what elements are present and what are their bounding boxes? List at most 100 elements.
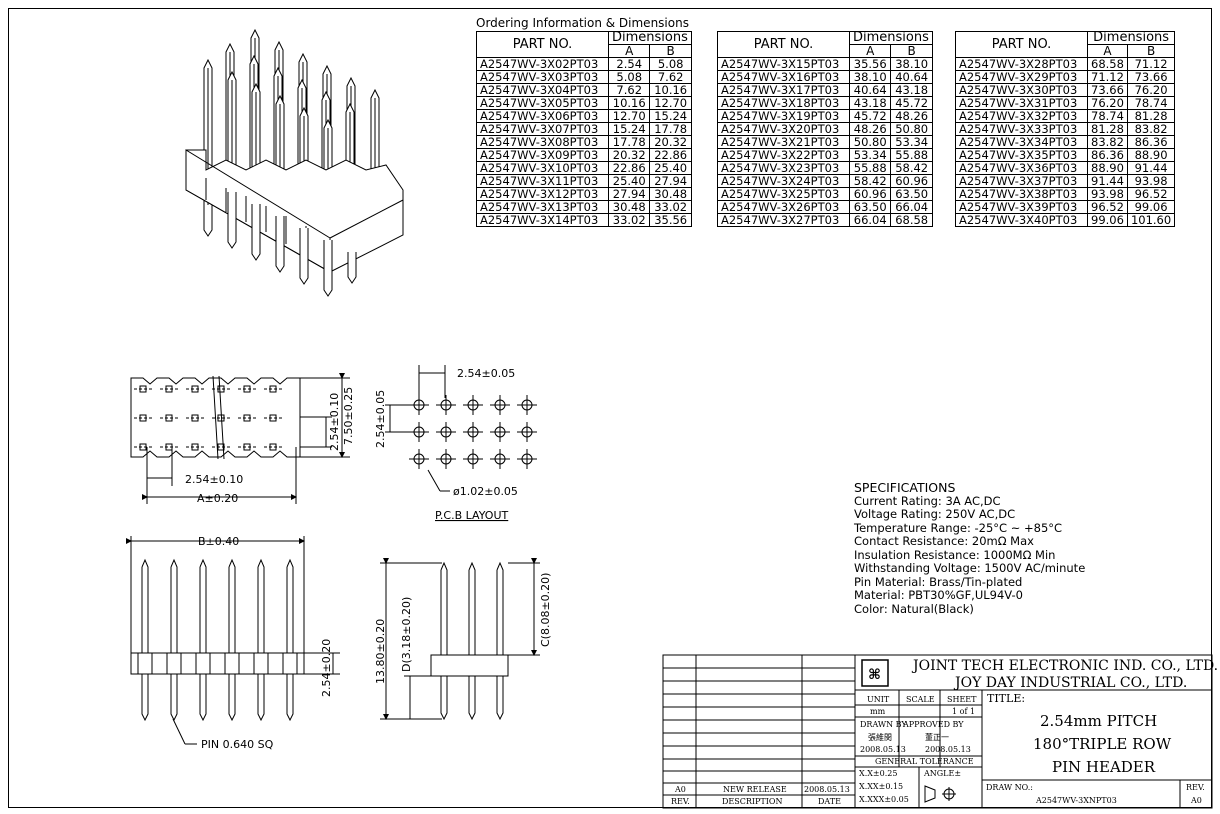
pcb-layout-title: P.C.B LAYOUT [435, 509, 509, 522]
dim-a-cell: 48.26 [848, 122, 892, 136]
drawn-by-name: 張維閔 [868, 732, 892, 742]
side-pin-upper [228, 558, 236, 653]
sheet-label: SHEET [947, 695, 977, 704]
side-pin-upper [141, 558, 149, 653]
spec-line: Material: PBT30%GF,UL94V-0 [854, 588, 1023, 602]
title-label: TITLE: [987, 692, 1025, 705]
iso-pin-tail [251, 229, 261, 261]
iso-pin-tail [347, 252, 357, 284]
side-base-label: 2.54±0.20 [320, 639, 333, 697]
dim-b-cell: 38.10 [890, 57, 933, 71]
spec-line: Contact Resistance: 20mΩ Max [854, 534, 1034, 548]
part-no-cell: A2547WV-3X38PT03 [955, 187, 1088, 201]
side-pin-lower [228, 674, 236, 722]
end-pin-upper [496, 561, 504, 655]
end-total-label: 13.80±0.20 [374, 619, 387, 684]
rev-header-rev: REV. [671, 797, 690, 806]
iso-pin-tail [275, 241, 285, 273]
rev-row-desc: NEW RELEASE [723, 785, 787, 794]
title-line-1: 2.54mm PITCH [1040, 712, 1157, 730]
tolerance-2: X.XX±0.15 [859, 782, 903, 791]
iso-pin-tail [299, 253, 309, 285]
company-name-2: JOY DAY INDUSTRIAL CO., LTD. [953, 675, 1187, 691]
part-no-cell: A2547WV-3X14PT03 [476, 213, 609, 227]
tolerance-3: X.XXX±0.05 [859, 795, 909, 804]
end-view [380, 558, 540, 721]
dim-b-cell: 73.66 [1126, 70, 1176, 84]
side-pin-upper [286, 558, 294, 653]
dim-b-cell: 91.44 [1126, 161, 1176, 175]
front-a-label: A±0.20 [197, 492, 238, 505]
spec-line: Voltage Rating: 250V AC,DC [854, 507, 1016, 521]
dim-b-cell: 68.58 [890, 213, 933, 227]
spec-line: Insulation Resistance: 1000MΩ Min [854, 547, 1056, 562]
dim-b-cell: 48.26 [890, 109, 933, 123]
drawing-sheet [8, 8, 1212, 808]
spec-heading: SPECIFICATIONS [854, 480, 956, 495]
dim-a-cell: 2.54 [607, 57, 651, 71]
pcb-layout [409, 395, 537, 469]
pcb-hole-label: ø1.02±0.05 [453, 485, 518, 498]
part-no-cell: A2547WV-3X03PT03 [476, 70, 609, 84]
unit-label: UNIT [867, 695, 890, 704]
part-no-cell: A2547WV-3X40PT03 [955, 213, 1088, 227]
dim-a-cell: 25.40 [607, 174, 651, 188]
dim-a-cell: 83.82 [1087, 135, 1128, 149]
part-no-cell: A2547WV-3X37PT03 [955, 174, 1088, 188]
side-pin-upper [199, 558, 207, 653]
rev-row-rev: A0 [674, 785, 686, 794]
dim-b-cell: 45.72 [890, 96, 933, 110]
dim-b-cell: 35.56 [649, 213, 692, 227]
dim-b-cell: 55.88 [890, 148, 933, 162]
rev-header-desc: DESCRIPTION [722, 797, 782, 806]
pcb-pitch-top: 2.54±0.05 [457, 367, 515, 380]
dim-a-cell: 15.24 [607, 122, 651, 136]
part-no-header: PART NO. [476, 31, 609, 58]
dim-a-cell: 53.34 [848, 148, 892, 162]
side-pin-lower [141, 674, 149, 722]
part-no-cell: A2547WV-3X18PT03 [717, 96, 850, 110]
draw-no-label: DRAW NO.: [986, 783, 1033, 792]
rev-value: A0 [1190, 796, 1202, 805]
end-c-label: C(8.08±0.20) [539, 573, 552, 647]
isometric-view [185, 28, 404, 297]
tolerance-1: X.X±0.25 [859, 769, 897, 778]
approved-date: 2008.05.13 [925, 745, 971, 754]
end-pin-lower [440, 676, 448, 721]
part-no-cell: A2547WV-3X07PT03 [476, 122, 609, 136]
spec-line: Color: Natural(Black) [854, 601, 974, 616]
dim-a-cell: 81.28 [1087, 122, 1128, 136]
part-no-header: PART NO. [717, 31, 850, 58]
unit-value: mm [870, 707, 886, 716]
side-pin-lower [286, 674, 294, 722]
part-no-cell: A2547WV-3X28PT03 [955, 57, 1088, 71]
drawn-date: 2008.05.13 [860, 745, 906, 754]
dim-b-cell: 43.18 [890, 83, 933, 97]
part-no-cell: A2547WV-3X12PT03 [476, 187, 609, 201]
ordering-title: Ordering Information & Dimensions [476, 16, 689, 30]
iso-pin-tail [323, 265, 333, 297]
rev-header-date: DATE [818, 797, 841, 806]
part-no-cell: A2547WV-3X27PT03 [717, 213, 850, 227]
